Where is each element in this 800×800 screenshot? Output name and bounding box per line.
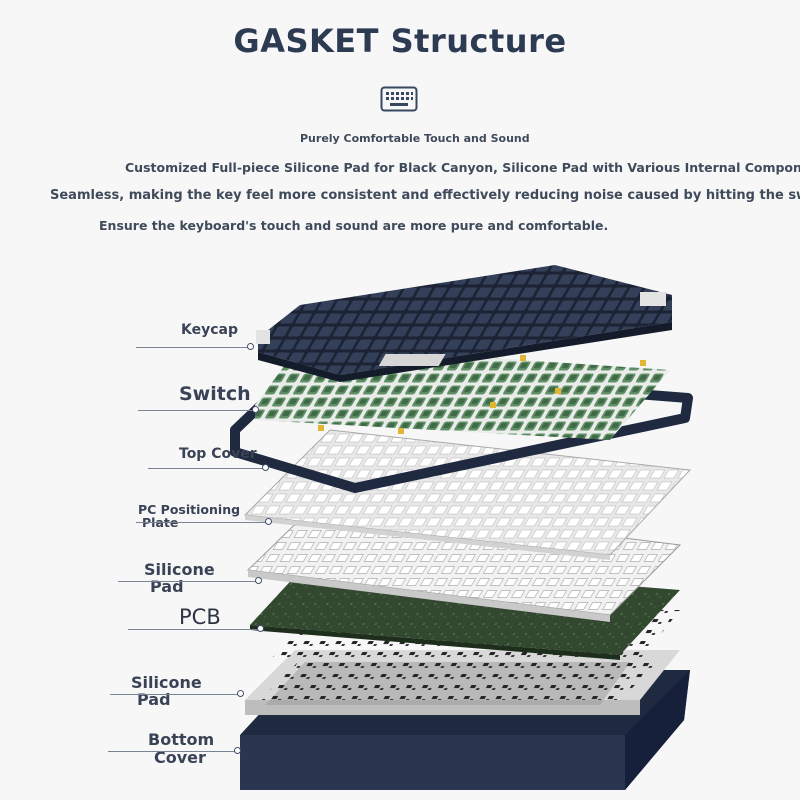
label-pcb: PCB	[179, 605, 221, 629]
leader-switch	[138, 410, 253, 411]
silicone-pad-lower-layer	[245, 650, 680, 715]
label-silicone-pad-lower-2: Pad	[137, 690, 171, 709]
label-top-cover: Top Cover	[179, 446, 257, 462]
leader-silicone-pad-upper	[118, 581, 256, 582]
leader-dot-switch	[252, 406, 259, 413]
leader-dot-pc-plate	[265, 518, 272, 525]
desc-line-2: Customized Full-piece Silicone Pad for B…	[125, 160, 800, 175]
leader-pcb	[128, 629, 258, 630]
label-bottom-cover-2: Cover	[154, 748, 206, 767]
page-title: GASKET Structure	[233, 22, 567, 60]
leader-dot-bottom-cover	[234, 747, 241, 754]
keycap-layer	[256, 265, 672, 382]
label-silicone-pad-upper-1: Silicone	[144, 560, 215, 579]
desc-line-1: Purely Comfortable Touch and Sound	[300, 132, 530, 145]
leader-dot-keycap	[247, 343, 254, 350]
leader-silicone-pad-lower	[110, 694, 238, 695]
leader-dot-top-cover	[262, 464, 269, 471]
pc-positioning-plate-layer	[243, 429, 692, 560]
label-keycap: Keycap	[181, 322, 238, 338]
label-silicone-pad-upper-2: Pad	[150, 577, 184, 596]
leader-dot-pcb	[257, 625, 264, 632]
leader-keycap	[136, 347, 248, 348]
desc-line-4: Ensure the keyboard's touch and sound ar…	[99, 218, 609, 233]
leader-bottom-cover	[108, 751, 235, 752]
leader-top-cover	[148, 468, 263, 469]
keyboard-icon	[380, 86, 418, 112]
label-pc-plate-1: PC Positioning	[138, 502, 241, 517]
leader-pc-plate	[136, 522, 266, 523]
label-bottom-cover-1: Bottom	[148, 730, 215, 749]
label-silicone-pad-lower-1: Silicone	[131, 673, 202, 692]
leader-dot-silicone-pad-lower	[237, 690, 244, 697]
desc-line-3: Seamless, making the key feel more consi…	[50, 188, 800, 203]
label-switch: Switch	[179, 383, 251, 405]
leader-dot-silicone-pad-upper	[255, 577, 262, 584]
